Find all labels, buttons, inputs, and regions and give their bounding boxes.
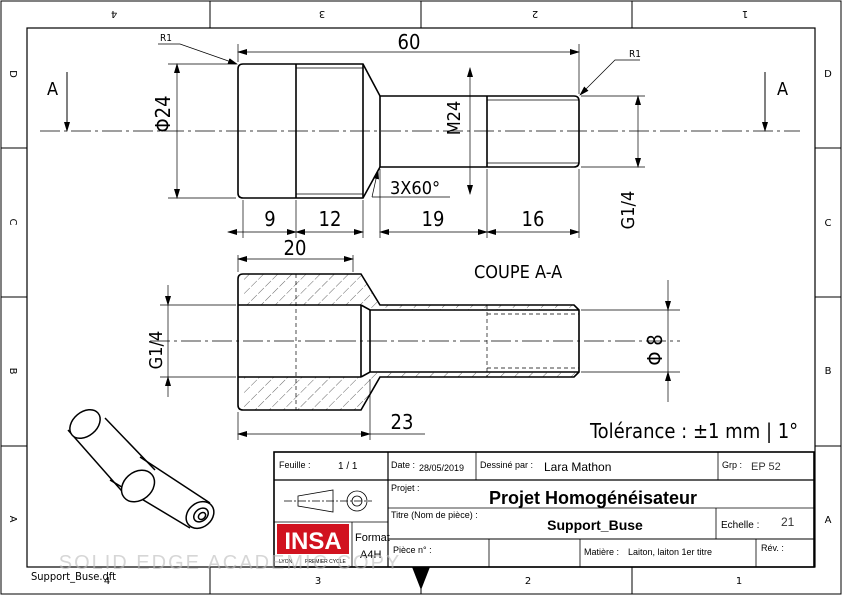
dim-chamfer: 3X60° (390, 178, 440, 199)
piece-label: Pièce n° : (393, 545, 432, 555)
feuille-value: 1 / 1 (338, 461, 358, 472)
echelle-value: 21 (781, 515, 795, 529)
rev-label: Rév. : (761, 543, 784, 553)
date-value: 28/05/2019 (419, 463, 464, 473)
zone-col-bottom-3: 3 (315, 576, 321, 587)
part-outline-section (237, 273, 580, 411)
dim-19: 19 (422, 207, 445, 231)
dim-g14-section: G1/4 (146, 331, 167, 370)
zone-row-right-b: B (825, 366, 832, 377)
dim-16: 16 (522, 207, 545, 231)
grp-label: Grp : (722, 460, 742, 470)
insa-logo (277, 524, 349, 554)
zone-col-bottom-1: 1 (736, 576, 742, 587)
date-label: Date : (391, 460, 415, 470)
dim-9: 9 (264, 207, 275, 231)
zone-row-right-c: C (825, 218, 832, 229)
zone-row-left-b: B (7, 368, 18, 375)
zone-col-bottom-2: 2 (525, 576, 531, 587)
section-view: COUPE A-A 20 G1/4 Φ 8 (146, 236, 798, 443)
dim-diameter-24: Φ24 (151, 95, 175, 132)
section-marker-right: A (777, 79, 788, 100)
zone-col-top-1: 1 (742, 8, 748, 19)
projection-symbol (284, 489, 372, 513)
dim-overall-60: 60 (398, 30, 421, 54)
section-marker-left: A (47, 79, 58, 100)
part-outline-top (237, 63, 580, 199)
insa-logo-text: INSA (284, 528, 341, 555)
dim-thread-m24: M24 (444, 101, 465, 136)
dessine-value: Lara Mathon (544, 460, 611, 474)
zone-col-top-2: 2 (532, 8, 538, 19)
radius-right: R1 (629, 49, 641, 60)
center-marker (412, 567, 430, 590)
projet-label: Projet : (391, 483, 420, 493)
feuille-label: Feuille : (279, 460, 311, 470)
zone-row-left-a: A (7, 516, 18, 523)
titre-label: Titre (Nom de pièce) : (391, 510, 478, 520)
format-value: A4H (360, 549, 381, 561)
title-block: INSA LYON PREMIER CYCLE Feuille : 1 / 1 … (273, 451, 815, 568)
isometric-view (67, 408, 215, 530)
projet-value: Projet Homogénéisateur (489, 488, 697, 508)
dim-12: 12 (319, 207, 342, 231)
titre-value: Support_Buse (547, 517, 643, 533)
dim-g14-top: G1/4 (618, 191, 639, 230)
matiere-label: Matière : (584, 547, 619, 557)
watermark: SOLID EDGE ACADEMIC COPY (59, 552, 402, 574)
matiere-value: Laiton, laiton 1er titre (628, 547, 712, 557)
dim-20: 20 (284, 236, 307, 260)
tolerance-note: Tolérance : ±1 mm | 1° (589, 419, 798, 443)
dim-23: 23 (391, 410, 414, 434)
dim-bore-8: Φ 8 (643, 334, 667, 365)
top-view: A A 60 R1 R1 Φ24 M24 3X60° (40, 30, 800, 238)
zone-row-left-d: D (7, 70, 18, 78)
grp-value: EP 52 (751, 461, 781, 473)
insa-logo-sub-left: LYON (279, 559, 293, 565)
zone-col-top-3: 3 (319, 8, 325, 19)
section-title: COUPE A-A (474, 262, 562, 283)
zone-col-top-4: 4 (111, 8, 117, 19)
zone-row-right-a: A (825, 515, 832, 526)
insa-logo-sub-right: PREMIER CYCLE (305, 559, 347, 565)
dessine-label: Dessiné par : (480, 460, 533, 470)
radius-left: R1 (160, 33, 172, 44)
zone-col-bottom-4: 4 (104, 576, 110, 587)
format-label: Format (355, 532, 390, 544)
echelle-label: Echelle : (721, 520, 759, 531)
zone-row-right-d: D (824, 69, 832, 80)
zone-row-left-c: C (7, 219, 18, 226)
file-name: Support_Buse.dft (31, 570, 116, 583)
